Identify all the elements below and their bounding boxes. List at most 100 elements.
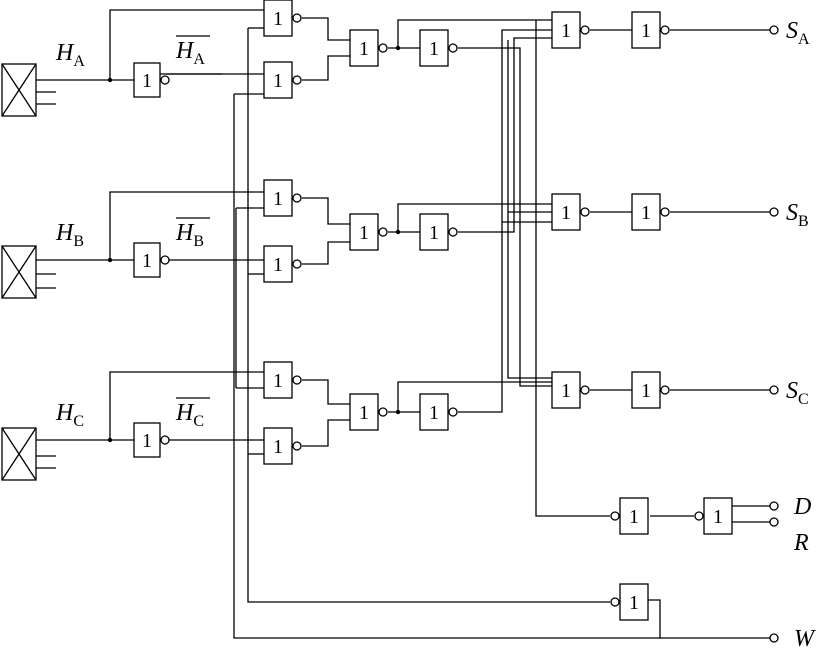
inverter-A-body bbox=[133, 62, 161, 98]
gate-A-1-output-bubble bbox=[292, 13, 302, 23]
gate-A-2: 1 bbox=[263, 61, 302, 99]
inverter-A-symbol: 1 bbox=[142, 70, 152, 92]
gate-D-2-input-bubble bbox=[694, 511, 704, 521]
label-H-C: HC bbox=[55, 400, 84, 430]
gate-W: 1 bbox=[610, 583, 649, 621]
gate-out-B-symbol: 1 bbox=[561, 202, 571, 224]
gate-C-3-output-bubble bbox=[378, 407, 388, 417]
label-H-B-bar: HB bbox=[175, 220, 204, 250]
gate-A-3-body bbox=[349, 29, 379, 67]
gate-out-C-body bbox=[551, 371, 581, 409]
gate-B-4-output-bubble bbox=[448, 227, 458, 237]
gate-D-1: 1 bbox=[610, 497, 649, 535]
junctions bbox=[107, 45, 401, 443]
gate-B-4-body bbox=[419, 213, 449, 251]
gate-A-4-body bbox=[419, 29, 449, 67]
inverter-A: 1 bbox=[133, 62, 170, 98]
inverter-C-symbol: 1 bbox=[142, 430, 152, 452]
wiring bbox=[36, 9, 770, 639]
gate-out-A-symbol: 1 bbox=[561, 20, 571, 42]
inverter-out-B: 1 bbox=[631, 193, 670, 231]
gate-A-3-output-bubble bbox=[378, 43, 388, 53]
gate-B-4: 1 bbox=[419, 213, 458, 251]
sensor-B bbox=[1, 245, 56, 299]
label-H-B: HB bbox=[55, 220, 84, 250]
inverter-out-B-symbol: 1 bbox=[641, 202, 651, 224]
sensor-C bbox=[1, 427, 56, 481]
inverter-B: 1 bbox=[133, 242, 170, 278]
inverter-out-A-body bbox=[631, 11, 661, 49]
gate-out-C-symbol: 1 bbox=[561, 380, 571, 402]
gate-W-body bbox=[619, 583, 649, 621]
inverter-C: 1 bbox=[133, 422, 170, 458]
gate-B-2-output-bubble bbox=[292, 259, 302, 269]
gate-B-1-output-bubble bbox=[292, 193, 302, 203]
label-H-C-bar: HC bbox=[175, 400, 204, 430]
gate-C-1-symbol: 1 bbox=[273, 370, 283, 392]
label-W: W bbox=[794, 626, 816, 648]
gate-out-A-body bbox=[551, 11, 581, 49]
gate-B-3: 1 bbox=[349, 213, 388, 251]
gate-A-2-body bbox=[263, 61, 293, 99]
gate-A-1-body bbox=[263, 0, 293, 37]
gate-C-1: 1 bbox=[263, 361, 302, 399]
inverter-out-A-symbol: 1 bbox=[641, 20, 651, 42]
gate-D-2-body bbox=[703, 497, 733, 535]
gate-C-4-output-bubble bbox=[448, 407, 458, 417]
gate-C-4-body bbox=[419, 393, 449, 431]
gate-out-B-output-bubble bbox=[580, 207, 590, 217]
gate-B-2: 1 bbox=[263, 245, 302, 283]
gate-C-3-body bbox=[349, 393, 379, 431]
inverter-out-C-output-bubble bbox=[660, 385, 670, 395]
gate-A-4-output-bubble bbox=[448, 43, 458, 53]
gate-B-3-body bbox=[349, 213, 379, 251]
gate-C-2-body bbox=[263, 427, 293, 465]
gate-W-symbol: 1 bbox=[629, 592, 639, 614]
gate-A-3: 1 bbox=[349, 29, 388, 67]
inverter-out-A: 1 bbox=[631, 11, 670, 49]
gate-D-1-body bbox=[619, 497, 649, 535]
label-S-C: SC bbox=[786, 378, 809, 408]
gate-B-1-symbol: 1 bbox=[273, 188, 283, 210]
gate-A-2-output-bubble bbox=[292, 75, 302, 85]
gate-C-3-symbol: 1 bbox=[359, 402, 369, 424]
gate-B-2-symbol: 1 bbox=[273, 254, 283, 276]
sensor-A bbox=[1, 63, 56, 117]
gate-C-1-output-bubble bbox=[292, 375, 302, 385]
gate-A-3-symbol: 1 bbox=[359, 38, 369, 60]
inverter-out-C-symbol: 1 bbox=[641, 380, 651, 402]
inverter-B-body bbox=[133, 242, 161, 278]
inverter-B-symbol: 1 bbox=[142, 250, 152, 272]
gate-C-2-symbol: 1 bbox=[273, 436, 283, 458]
gate-D-1-symbol: 1 bbox=[629, 506, 639, 528]
inverter-out-C: 1 bbox=[631, 371, 670, 409]
gate-W-input-bubble bbox=[610, 597, 620, 607]
gate-B-1: 1 bbox=[263, 179, 302, 217]
inverter-out-B-output-bubble bbox=[660, 207, 670, 217]
gate-out-C: 1 bbox=[551, 371, 590, 409]
label-H-A: HA bbox=[55, 40, 85, 70]
gate-C-2-output-bubble bbox=[292, 441, 302, 451]
gate-C-2: 1 bbox=[263, 427, 302, 465]
inverter-out-A-output-bubble bbox=[660, 25, 670, 35]
gate-A-2-symbol: 1 bbox=[273, 70, 283, 92]
output-terminals bbox=[769, 25, 779, 643]
gate-out-A-output-bubble bbox=[580, 25, 590, 35]
gate-C-4-symbol: 1 bbox=[429, 402, 439, 424]
gate-C-4: 1 bbox=[419, 393, 458, 431]
gate-A-1: 1 bbox=[263, 0, 302, 37]
inverter-A-output-bubble bbox=[160, 75, 170, 85]
inverter-out-B-body bbox=[631, 193, 661, 231]
inverter-B-output-bubble bbox=[160, 255, 170, 265]
gate-B-4-symbol: 1 bbox=[429, 222, 439, 244]
gate-B-1-body bbox=[263, 179, 293, 217]
label-H-A-bar: HA bbox=[175, 38, 205, 68]
inverter-C-body bbox=[133, 422, 161, 458]
gate-out-B: 1 bbox=[551, 193, 590, 231]
gate-C-1-body bbox=[263, 361, 293, 399]
gate-out-B-body bbox=[551, 193, 581, 231]
gate-D-2-symbol: 1 bbox=[713, 506, 723, 528]
